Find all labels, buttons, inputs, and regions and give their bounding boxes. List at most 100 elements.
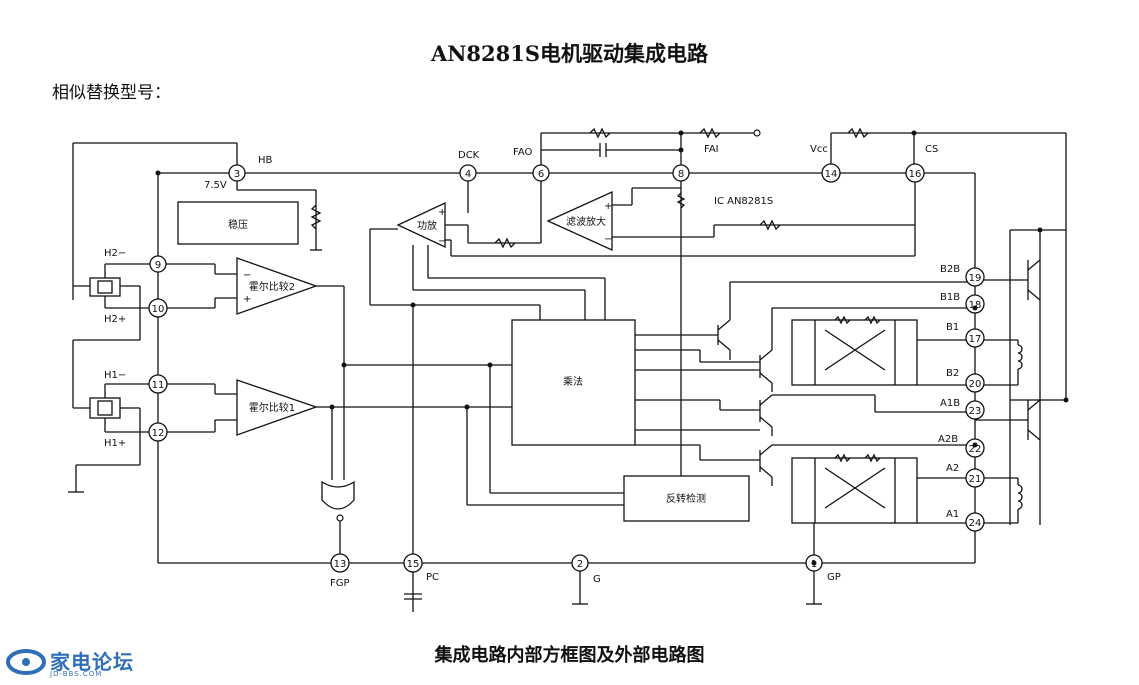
filter-amp-label: 滤波放大 xyxy=(566,215,606,228)
pin-label-h1-plus: H1+ xyxy=(104,438,126,449)
pin-24: 24 xyxy=(965,512,985,532)
transistor-q2 xyxy=(759,307,975,392)
pin-label-a2b: A2B xyxy=(938,434,958,445)
regulator-block: 稳压 xyxy=(177,201,299,245)
pin-label-a1: A1 xyxy=(946,509,959,520)
pin-3: 3 xyxy=(228,164,246,182)
svg-text:3: 3 xyxy=(234,169,240,180)
pin-10: 10 xyxy=(148,298,168,318)
pin-22: 22 xyxy=(965,438,985,458)
svg-text:23: 23 xyxy=(969,406,982,417)
pin-13: 13 xyxy=(330,553,350,573)
transistor-q3 xyxy=(759,394,975,436)
pin-label-h2-minus: H2− xyxy=(104,248,126,259)
pin-label-cs: CS xyxy=(925,144,938,155)
pin-label-vcc: Vcc xyxy=(810,144,828,155)
svg-text:20: 20 xyxy=(969,379,982,390)
ic-label: IC AN8281S xyxy=(714,196,773,207)
site-logo: 家电论坛 JD-BBS.COM xyxy=(6,644,146,682)
figure-caption: 集成电路内部方框图及外部电路图 xyxy=(434,645,705,666)
pin-label-b2: B2 xyxy=(946,368,959,379)
svg-text:−: − xyxy=(438,236,446,247)
pin-label-h2-plus: H2+ xyxy=(104,314,126,325)
svg-text:17: 17 xyxy=(969,334,982,345)
filter-amp-block: 滤波放大 + − xyxy=(546,190,613,252)
pin-label-b1b: B1B xyxy=(940,292,960,303)
pin-label-fao: FAO xyxy=(513,147,532,158)
svg-text:2: 2 xyxy=(577,559,583,570)
svg-text:12: 12 xyxy=(152,428,165,439)
pin-label-fai: FAI xyxy=(704,144,719,155)
svg-text:10: 10 xyxy=(152,304,165,315)
hall-sensor-h2 xyxy=(89,277,121,297)
svg-text:9: 9 xyxy=(155,260,161,271)
reverse-detect-label: 反转检测 xyxy=(666,492,706,505)
svg-text:8: 8 xyxy=(678,169,684,180)
multiplier-block: 乘法 xyxy=(511,319,636,446)
reverse-detect-block: 反转检测 xyxy=(623,475,750,522)
svg-text:16: 16 xyxy=(909,169,922,180)
pin-16: 16 xyxy=(905,163,925,183)
pin-6: 6 xyxy=(532,164,550,182)
voltage-label: 7.5V xyxy=(204,180,227,191)
hall-sensor-h1 xyxy=(89,397,121,419)
pin-label-gp: GP xyxy=(827,572,841,583)
hall-comparator-1: 霍尔比较1 xyxy=(236,379,318,436)
pin-12: 12 xyxy=(148,422,168,442)
replacement-models-label: 相似替换型号： xyxy=(52,83,171,103)
logo-swoosh-icon xyxy=(6,649,46,675)
pin-14: 14 xyxy=(821,163,841,183)
svg-text:+: + xyxy=(243,294,251,305)
pin-label-pc: PC xyxy=(426,572,439,583)
svg-text:11: 11 xyxy=(152,380,165,391)
transistor-q4 xyxy=(759,444,975,486)
pin-labels: HB 7.5V DCK FAO FAI Vcc CS IC AN8281S H2… xyxy=(104,144,960,589)
pin-label-b2b: B2B xyxy=(940,264,960,275)
top-bus-wires xyxy=(68,127,1067,612)
junction-dots xyxy=(155,130,978,566)
logo-url: JD-BBS.COM xyxy=(50,670,103,678)
pin-4: 4 xyxy=(459,164,477,182)
svg-text:13: 13 xyxy=(334,559,347,570)
output-stage xyxy=(717,227,1069,563)
svg-text:19: 19 xyxy=(969,273,982,284)
pin-label-hb: HB xyxy=(258,155,273,166)
pin-17: 17 xyxy=(965,328,985,348)
pin-label-g: G xyxy=(593,574,601,585)
svg-text:4: 4 xyxy=(465,169,471,180)
power-amp-block: 功放 + − xyxy=(396,201,446,249)
svg-text:+: + xyxy=(438,207,446,218)
logo-text: 家电论坛 xyxy=(50,650,134,674)
pin-9: 9 xyxy=(149,255,167,273)
svg-text:+: + xyxy=(604,201,612,212)
hall-comparator-2: 霍尔比较2 − + xyxy=(236,257,318,315)
pin-11: 11 xyxy=(148,374,168,394)
svg-text:14: 14 xyxy=(825,169,838,180)
power-amp-label: 功放 xyxy=(417,219,437,232)
pin-label-dck: DCK xyxy=(458,150,480,161)
pin-label-a1b: A1B xyxy=(940,398,960,409)
pin-label-b1: B1 xyxy=(946,322,959,333)
pin-15: 15 xyxy=(403,553,423,573)
fgp-gate xyxy=(321,480,355,522)
svg-text:6: 6 xyxy=(538,169,544,180)
hall-comparator-2-label: 霍尔比较2 xyxy=(249,280,295,293)
pin-label-h1-minus: H1− xyxy=(104,370,126,381)
pin-20: 20 xyxy=(965,373,985,393)
transistor-q1 xyxy=(717,281,975,360)
multiplier-label: 乘法 xyxy=(563,375,583,388)
pin-23: 23 xyxy=(965,400,985,420)
svg-text:−: − xyxy=(604,234,612,245)
svg-text:15: 15 xyxy=(407,559,420,570)
pin-8: 8 xyxy=(672,164,690,182)
svg-text:24: 24 xyxy=(969,518,982,529)
pin-21: 21 xyxy=(965,468,985,488)
page-title: AN8281S电机驱动集成电路 xyxy=(430,41,709,66)
pin-label-fgp: FGP xyxy=(330,578,350,589)
svg-text:21: 21 xyxy=(969,474,982,485)
pin-label-a2: A2 xyxy=(946,463,959,474)
pin-19: 19 xyxy=(965,267,985,287)
svg-text:22: 22 xyxy=(969,444,982,455)
svg-text:−: − xyxy=(243,270,251,281)
